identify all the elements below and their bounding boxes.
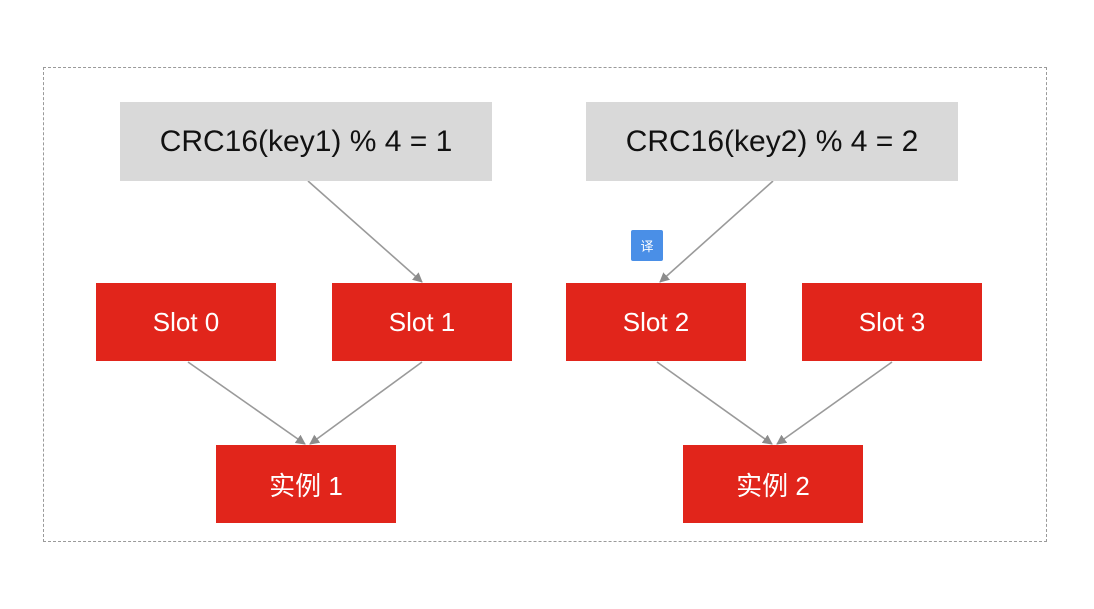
slot-0-box: Slot 0 — [96, 283, 276, 361]
slot-3-box: Slot 3 — [802, 283, 982, 361]
instance-1-box: 实例 1 — [216, 445, 396, 523]
hash-box-key1: CRC16(key1) % 4 = 1 — [120, 102, 492, 181]
slot-2-box: Slot 2 — [566, 283, 746, 361]
instance-2-box: 实例 2 — [683, 445, 863, 523]
translate-button[interactable]: 译 — [631, 230, 663, 261]
hash-box-key2: CRC16(key2) % 4 = 2 — [586, 102, 958, 181]
diagram-frame — [43, 67, 1047, 542]
slot-1-box: Slot 1 — [332, 283, 512, 361]
